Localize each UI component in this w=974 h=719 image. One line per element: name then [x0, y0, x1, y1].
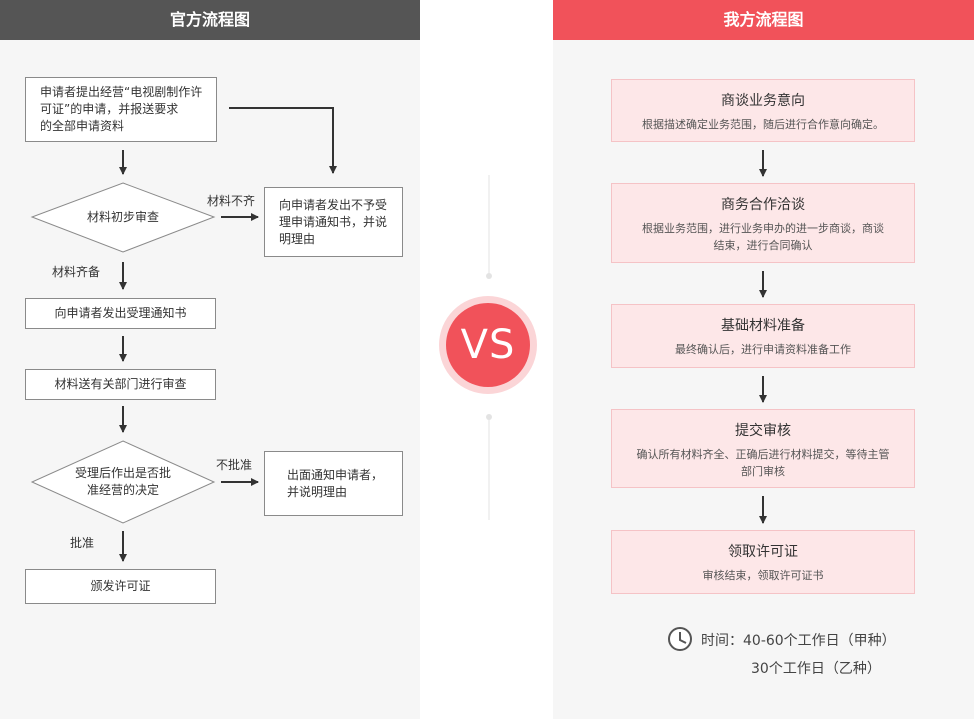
box-submit-line-2: 可证”的申请，并报送要求 — [40, 102, 179, 116]
label-approved: 批准 — [70, 536, 95, 550]
box-issue-license: 颁发许可证 — [25, 569, 216, 604]
diamond-approval-decision — [30, 440, 216, 524]
official-flowchart-title: 官方流程图 — [0, 0, 420, 40]
box-submit-application: 申请者提出经营“电视剧制作许 可证”的申请，并报送要求 的全部申请资料 — [25, 77, 217, 142]
box-accept-notice: 向申请者发出受理通知书 — [25, 298, 216, 329]
box-reject-line-2: 理申请通知书，并说 — [279, 215, 388, 229]
diamond-approval-decision-label: 受理后作出是否批 准经营的决定 — [62, 465, 184, 499]
step-5-title: 领取许可证 — [728, 544, 798, 560]
vs-divider-dot-bottom — [486, 414, 492, 420]
vs-divider-dot-top — [486, 273, 492, 279]
step-1-title: 商谈业务意向 — [721, 93, 805, 109]
box-reject-line-3: 明理由 — [279, 232, 316, 246]
step-3-desc: 最终确认后，进行申请资料准备工作 — [675, 343, 851, 356]
diamond-initial-review-label: 材料初步审查 — [86, 210, 159, 224]
arrow-box1-to-reject1 — [229, 107, 337, 174]
step-5-desc: 审核结束，领取许可证书 — [702, 569, 824, 582]
box-department-review: 材料送有关部门进行审查 — [25, 369, 216, 400]
box-submit-line-1: 申请者提出经营“电视剧制作许 — [40, 85, 203, 99]
step-materials-prep: 基础材料准备 最终确认后，进行申请资料准备工作 — [611, 304, 915, 368]
step-receive-license: 领取许可证 审核结束，领取许可证书 — [611, 530, 915, 594]
box-reject-notice: 向申请者发出不予受 理申请通知书，并说 明理由 — [264, 187, 403, 257]
step-4-title: 提交审核 — [735, 423, 791, 439]
box-reject-line-1: 向申请者发出不予受 — [279, 198, 388, 212]
step-4-desc: 确认所有材料齐全、正确后进行材料提交，等待主管部门审核 — [636, 448, 890, 478]
box-rejection-line-1: 出面通知申请者， — [287, 468, 384, 482]
step-business-negotiation: 商务合作洽谈 根据业务范围，进行业务申办的进一步商谈，商谈结束，进行合同确认 — [611, 183, 915, 263]
box-rejection-line-2: 并说明理由 — [287, 485, 348, 499]
diamond-initial-review — [30, 182, 216, 253]
our-flowchart-title: 我方流程图 — [553, 0, 974, 40]
label-not-approved: 不批准 — [216, 458, 253, 472]
step-1-desc: 根据描述确定业务范围，随后进行合作意向确定。 — [642, 118, 884, 131]
box-submit-line-3: 的全部申请资料 — [40, 119, 125, 133]
diamond2-line-2: 准经营的决定 — [86, 483, 159, 497]
step-3-title: 基础材料准备 — [721, 318, 805, 334]
label-materials-complete: 材料齐备 — [52, 265, 101, 279]
clock-icon — [668, 627, 692, 651]
diamond2-line-1: 受理后作出是否批 — [74, 466, 171, 480]
step-submit-review: 提交审核 确认所有材料齐全、正确后进行材料提交，等待主管部门审核 — [611, 409, 915, 488]
step-business-intent: 商谈业务意向 根据描述确定业务范围，随后进行合作意向确定。 — [611, 79, 915, 142]
vs-badge: VS — [446, 303, 530, 387]
label-materials-incomplete: 材料不齐 — [207, 194, 256, 208]
time-estimate-type-b: 30个工作日（乙种） — [751, 661, 881, 677]
step-2-title: 商务合作洽谈 — [721, 197, 805, 213]
time-estimate-type-a: 时间：40-60个工作日（甲种） — [701, 633, 896, 649]
step-2-desc: 根据业务范围，进行业务申办的进一步商谈，商谈结束，进行合同确认 — [642, 222, 884, 252]
box-rejection-notify: 出面通知申请者， 并说明理由 — [264, 451, 403, 516]
